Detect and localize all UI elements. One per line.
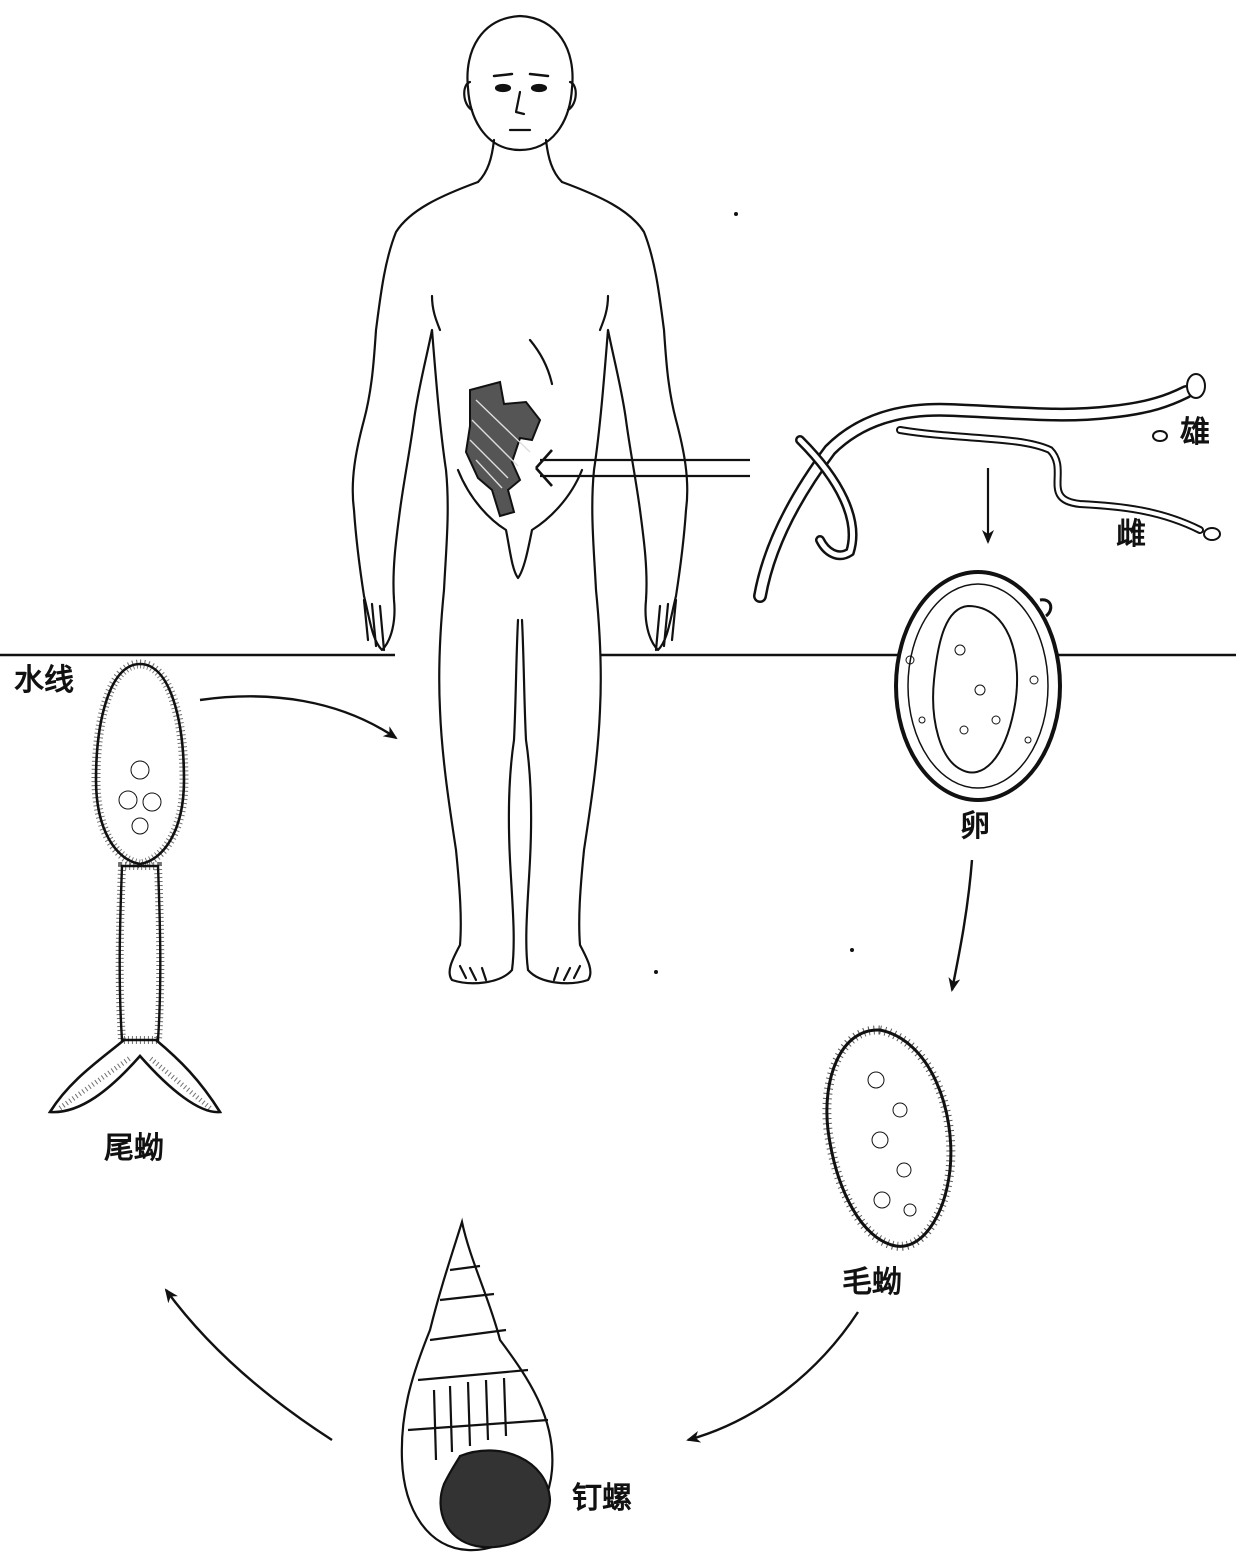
miracidium-label: 毛蚴 xyxy=(842,1268,902,1298)
arrow-snail-to-cercaria xyxy=(166,1290,332,1440)
human-figure xyxy=(353,16,688,983)
male-worm-label: 雄 xyxy=(1180,418,1210,448)
arrow-miracidium-to-snail xyxy=(688,1312,858,1440)
female-worm-label: 雌 xyxy=(1116,520,1146,550)
snail xyxy=(402,1222,553,1550)
snail-label: 钉螺 xyxy=(572,1484,632,1514)
miracidium xyxy=(827,1030,951,1246)
arrow-into-host xyxy=(536,450,750,486)
egg-label: 卵 xyxy=(960,812,990,842)
cercaria xyxy=(50,664,220,1112)
arrow-egg-to-miracidium xyxy=(952,860,972,990)
adult-worms xyxy=(760,374,1220,596)
egg xyxy=(896,572,1060,800)
arrow-cercaria-to-host xyxy=(200,696,396,738)
water-line-label: 水线 xyxy=(14,666,74,696)
cercaria-label: 尾蚴 xyxy=(104,1134,164,1164)
intestine-organ xyxy=(466,382,540,516)
